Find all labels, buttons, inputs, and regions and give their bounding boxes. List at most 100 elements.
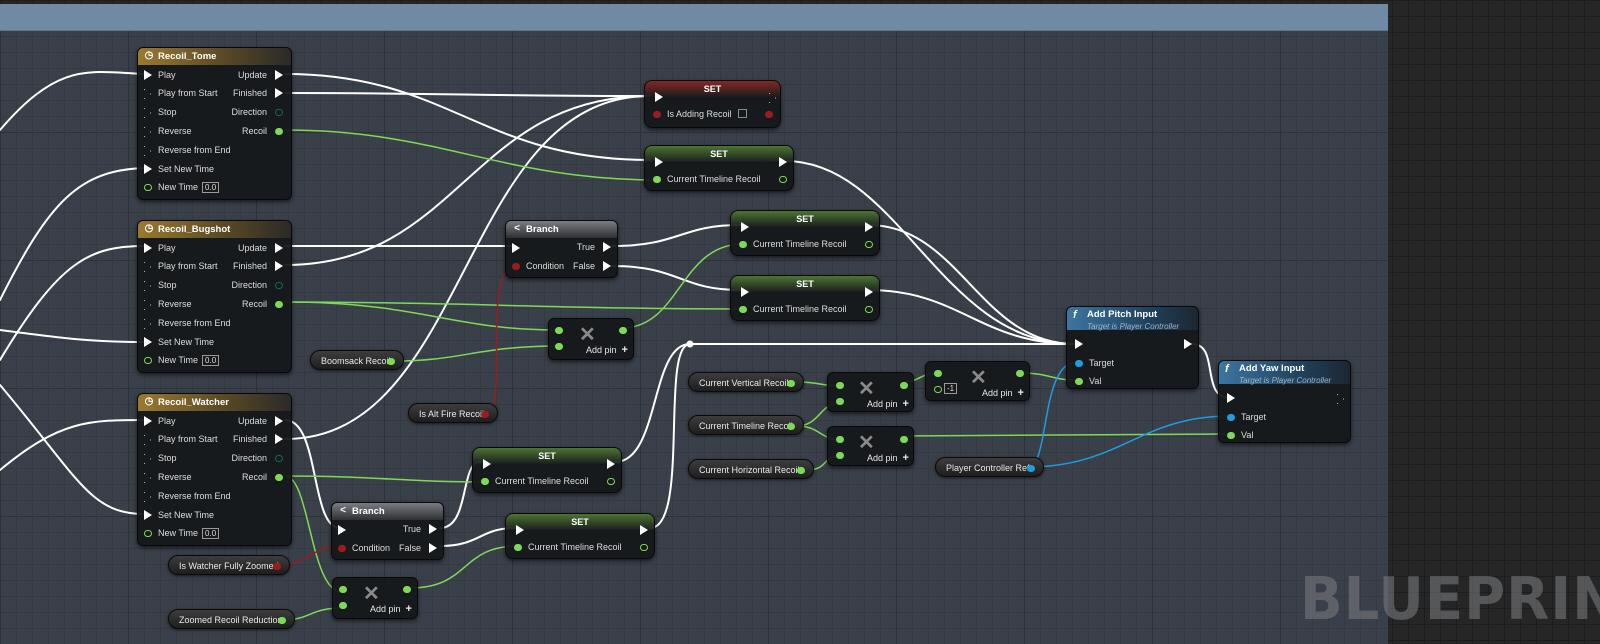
exec-in-pin[interactable] xyxy=(655,157,663,167)
float-in-pin[interactable] xyxy=(555,343,563,350)
play-from-start-pin[interactable]: Play from Start xyxy=(144,259,218,273)
timeline-node[interactable]: ◷Recoil_Watcher Play Play from Start Sto… xyxy=(137,393,292,546)
reverse-from-end-pin[interactable]: Reverse from End xyxy=(144,143,231,157)
float-out-pin[interactable] xyxy=(900,436,908,443)
exec-in-pin[interactable] xyxy=(1075,339,1083,349)
current-timeline-recoil-pin[interactable]: Current Timeline Recoil xyxy=(514,540,622,554)
recoil-pin[interactable]: Recoil xyxy=(242,470,283,484)
target-pin[interactable]: Target xyxy=(1075,356,1114,370)
new-time-value[interactable]: 0.0 xyxy=(202,528,220,539)
exec-out-pin[interactable] xyxy=(1184,339,1192,349)
float-out-pin[interactable] xyxy=(619,327,627,334)
float-in-pin[interactable] xyxy=(836,452,844,459)
exec-out-pin[interactable] xyxy=(640,525,648,535)
multiply-node[interactable]: ✕ Add pin+ xyxy=(332,577,418,619)
current-timeline-recoil-pin[interactable]: Current Timeline Recoil xyxy=(481,474,589,488)
variable-player-controller-ref[interactable]: Player Controller Ref xyxy=(935,457,1044,477)
float-in-pin[interactable] xyxy=(836,382,844,389)
multiply-node[interactable]: ✕ Add pin+ xyxy=(827,426,914,466)
float-out-pin[interactable] xyxy=(865,241,873,248)
stop-pin[interactable]: Stop xyxy=(144,278,177,292)
set-new-time-pin[interactable]: Set New Time xyxy=(144,335,214,349)
set-current-timeline-recoil-node[interactable]: SET Current Timeline Recoil xyxy=(730,275,880,321)
exec-out-pin[interactable] xyxy=(865,287,873,297)
stop-pin[interactable]: Stop xyxy=(144,105,177,119)
reverse-pin[interactable]: Reverse xyxy=(144,470,192,484)
recoil-pin[interactable]: Recoil xyxy=(242,124,283,138)
multiply-node[interactable]: ✕ Add pin+ xyxy=(827,372,914,412)
exec-in-pin[interactable] xyxy=(741,287,749,297)
current-timeline-recoil-pin[interactable]: Current Timeline Recoil xyxy=(739,302,847,316)
float-out-pin[interactable] xyxy=(640,544,648,551)
exec-in-pin[interactable] xyxy=(1227,393,1235,403)
current-timeline-recoil-pin[interactable]: Current Timeline Recoil xyxy=(653,172,761,186)
multiply-node[interactable]: ✕ Add pin+ xyxy=(548,318,634,360)
target-pin[interactable]: Target xyxy=(1227,410,1266,424)
reverse-pin[interactable]: Reverse xyxy=(144,297,192,311)
add-pin-button[interactable]: Add pin+ xyxy=(586,344,628,356)
play-pin[interactable]: Play xyxy=(144,241,176,255)
branch-node[interactable]: <Branch Condition True False xyxy=(505,220,618,278)
false-pin[interactable]: False xyxy=(573,259,611,273)
float-in-pin[interactable] xyxy=(836,436,844,443)
variable-current-horizontal-recoil[interactable]: Current Horizontal Recoil xyxy=(688,459,814,479)
timeline-node[interactable]: ◷Recoil_Bugshot Play Play from Start Sto… xyxy=(137,220,292,373)
exec-out-pin[interactable] xyxy=(779,157,787,167)
float-out-pin[interactable] xyxy=(900,382,908,389)
update-pin[interactable]: Update xyxy=(238,414,283,428)
float-in-pin[interactable] xyxy=(836,398,844,405)
new-time-value[interactable]: 0.0 xyxy=(202,182,220,193)
exec-in-pin[interactable] xyxy=(483,459,491,469)
set-new-time-pin[interactable]: Set New Time xyxy=(144,162,214,176)
update-pin[interactable]: Update xyxy=(238,68,283,82)
variable-is-alt-fire-recoil[interactable]: Is Alt Fire Recoil xyxy=(408,403,498,423)
update-pin[interactable]: Update xyxy=(238,241,283,255)
condition-pin[interactable]: Condition xyxy=(338,541,390,555)
false-pin[interactable]: False xyxy=(399,541,437,555)
add-pin-button[interactable]: Add pin+ xyxy=(370,603,412,615)
float-out-pin[interactable] xyxy=(607,478,615,485)
set-current-timeline-recoil-node[interactable]: SET Current Timeline Recoil xyxy=(730,210,880,256)
set-current-timeline-recoil-node[interactable]: SET Current Timeline Recoil xyxy=(472,447,622,493)
float-in-pin[interactable] xyxy=(934,370,942,377)
set-current-timeline-recoil-node[interactable]: SET Current Timeline Recoil xyxy=(505,513,655,559)
float-in-pin[interactable] xyxy=(339,602,347,609)
variable-is-watcher-fully-zoomed[interactable]: Is Watcher Fully Zoomed xyxy=(168,555,290,575)
play-pin[interactable]: Play xyxy=(144,68,176,82)
is-adding-recoil-pin[interactable]: Is Adding Recoil xyxy=(653,107,747,121)
new-time-value[interactable]: 0.0 xyxy=(202,355,220,366)
exec-in-pin[interactable] xyxy=(512,243,520,253)
recoil-pin[interactable]: Recoil xyxy=(242,297,283,311)
bool-out-pin[interactable] xyxy=(765,111,773,118)
float-out-pin[interactable] xyxy=(865,306,873,313)
float-in-pin[interactable] xyxy=(555,327,563,334)
direction-pin[interactable]: Direction xyxy=(231,451,283,465)
exec-in-pin[interactable] xyxy=(516,525,524,535)
add-pin-button[interactable]: Add pin+ xyxy=(982,387,1024,399)
float-out-pin[interactable] xyxy=(1016,370,1024,377)
reverse-pin[interactable]: Reverse xyxy=(144,124,192,138)
current-timeline-recoil-pin[interactable]: Current Timeline Recoil xyxy=(739,237,847,251)
direction-pin[interactable]: Direction xyxy=(231,278,283,292)
multiply-node[interactable]: -1 ✕ Add pin+ xyxy=(925,361,1030,401)
exec-in-pin[interactable] xyxy=(741,222,749,232)
condition-pin[interactable]: Condition xyxy=(512,259,564,273)
reverse-from-end-pin[interactable]: Reverse from End xyxy=(144,489,231,503)
stop-pin[interactable]: Stop xyxy=(144,451,177,465)
variable-boomsack-recoil[interactable]: Boomsack Recoil xyxy=(310,350,404,370)
finished-pin[interactable]: Finished xyxy=(233,259,283,273)
set-current-timeline-recoil-node[interactable]: SET Current Timeline Recoil xyxy=(644,145,794,191)
float-in-pin[interactable] xyxy=(339,586,347,593)
play-from-start-pin[interactable]: Play from Start xyxy=(144,432,218,446)
exec-in-pin[interactable] xyxy=(338,525,346,535)
variable-current-timeline-recoil[interactable]: Current Timeline Recoil xyxy=(688,415,804,435)
add-pin-button[interactable]: Add pin+ xyxy=(867,398,909,410)
exec-out-pin[interactable] xyxy=(607,459,615,469)
finished-pin[interactable]: Finished xyxy=(233,86,283,100)
set-new-time-pin[interactable]: Set New Time xyxy=(144,508,214,522)
true-pin[interactable]: True xyxy=(577,240,611,254)
